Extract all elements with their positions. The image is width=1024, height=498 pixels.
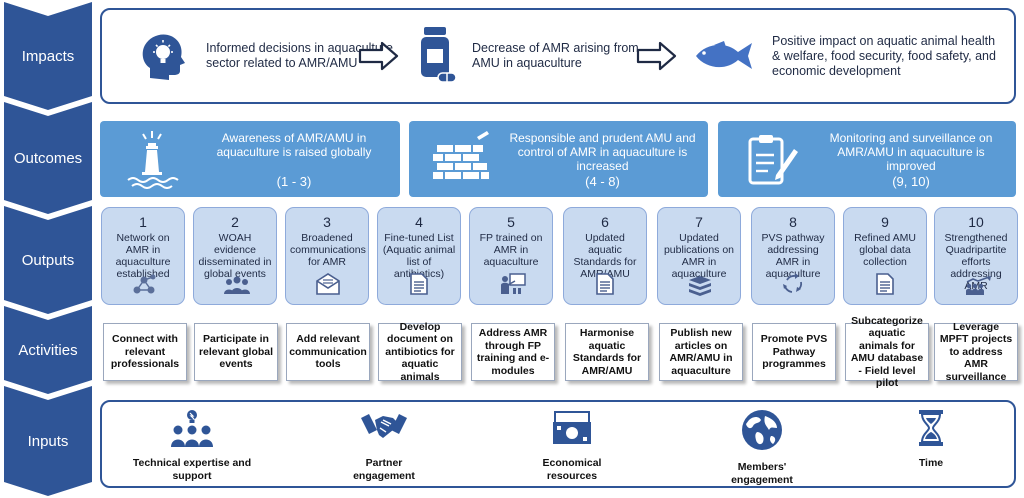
input-item-3: Economical resources (524, 408, 620, 482)
books-stack-icon (689, 276, 711, 296)
input-label-3: Economical resources (542, 457, 602, 482)
row-label-impacts: Impacts (4, 2, 92, 110)
globe-icon (742, 410, 782, 450)
output-8: 8 PVS pathway addressing AMR in aquacult… (751, 207, 835, 305)
cycle-arrows-icon (783, 273, 803, 293)
medicine-bottle-icon (421, 27, 457, 83)
document-icon (876, 273, 894, 295)
row-label-outputs: Outputs (4, 206, 92, 314)
outcome-range-3: (9, 10) (892, 174, 930, 189)
hollow-arrow-icon (358, 41, 399, 71)
input-label-2: Partner engagement (353, 457, 415, 482)
input-item-5: Time (896, 408, 966, 470)
clipboard-pen-icon (748, 135, 798, 185)
impact-item-2: Decrease of AMR arising from AMU in aqua… (418, 10, 648, 102)
output-label-1: Network on AMR in aquaculture establishe… (115, 232, 171, 280)
output-number-9: 9 (881, 214, 889, 230)
team-growth-icon (966, 276, 991, 295)
impacts-panel: Informed decisions in aquaculture sector… (100, 8, 1016, 104)
hollow-arrow-icon (636, 41, 677, 71)
output-label-5: FP trained on AMR in aquaculture (479, 232, 543, 268)
brick-wall-icon (433, 131, 489, 179)
activity-10: Leverage MPFT projects to address AMR su… (934, 321, 1018, 383)
outcome-2: Responsible and prudent AMU and control … (409, 121, 708, 197)
output-9: 9 Refined AMU global data collection (843, 207, 927, 305)
output-number-5: 5 (507, 214, 515, 230)
activity-1: Connect with relevant professionals (103, 323, 187, 381)
outcome-range-1: (1 - 3) (276, 174, 312, 189)
row-label-outcomes: Outcomes (4, 102, 92, 214)
output-label-3: Broadened communications for AMR (290, 232, 366, 268)
output-3: 3 Broadened communications for AMR (285, 207, 369, 305)
fish-icon (696, 41, 752, 69)
document-icon (596, 273, 614, 295)
outcome-1: Awareness of AMR/AMU in aquaculture is r… (100, 121, 400, 197)
output-4: 4 Fine-tuned List (Aquatic animal list o… (377, 207, 461, 305)
handshake-icon (361, 414, 407, 438)
head-lightbulb-icon (142, 34, 185, 80)
activity-2: Participate in relevant global events (194, 323, 278, 381)
document-icon (410, 273, 428, 295)
impact-text-3: Positive impact on aquatic animal health… (772, 33, 996, 78)
expert-team-icon (171, 410, 213, 447)
output-label-9: Refined AMU global data collection (854, 232, 916, 268)
output-number-3: 3 (323, 214, 331, 230)
outcome-3: Monitoring and surveillance on AMR/AMU i… (718, 121, 1016, 197)
input-item-4: Members' engagement (714, 408, 810, 486)
outcome-text-2: Responsible and prudent AMU and control … (509, 131, 696, 173)
activity-4: Develop document on antibiotics for aqua… (378, 321, 462, 383)
activity-8: Promote PVS Pathway programmes (752, 323, 836, 381)
output-number-6: 6 (601, 214, 609, 230)
impact-item-3: Positive impact on aquatic animal health… (692, 10, 1012, 102)
output-label-8: PVS pathway addressing AMR in aquacultur… (761, 232, 825, 280)
activity-6: Harmonise aquatic Standards for AMR/AMU (565, 323, 649, 381)
output-6: 6 Updated aquatic Standards for AMR/AMU (563, 207, 647, 305)
output-5: 5 FP trained on AMR in aquaculture (469, 207, 553, 305)
input-label-1: Technical expertise and support (132, 457, 252, 482)
output-2: 2 WOAH evidence disseminated in global e… (193, 207, 277, 305)
output-label-7: Updated publications on AMR in aquacultu… (663, 232, 735, 280)
row-label-activities: Activities (4, 306, 92, 394)
envelope-icon (316, 273, 340, 295)
lighthouse-icon (127, 131, 179, 189)
money-icon (553, 411, 591, 444)
output-number-1: 1 (139, 214, 147, 230)
input-item-2: Partner engagement (336, 408, 432, 482)
presenter-icon (501, 273, 526, 294)
output-number-4: 4 (415, 214, 423, 230)
inputs-panel: Technical expertise and support Partner … (100, 400, 1016, 488)
output-label-2: WOAH evidence disseminated in global eve… (198, 232, 272, 280)
row-label-inputs: Inputs (4, 386, 92, 496)
activity-7: Publish new articles on AMR/AMU in aquac… (659, 323, 743, 381)
output-7: 7 Updated publications on AMR in aquacul… (657, 207, 741, 305)
activity-9: Subcategorize aquatic animals for AMU da… (845, 315, 929, 389)
output-10: 10 Strengthened Quadripartite efforts ad… (934, 207, 1018, 305)
activity-3: Add relevant communication tools (286, 323, 370, 381)
outcome-text-1: Awareness of AMR/AMU in aquaculture is r… (216, 131, 372, 159)
outcome-range-2: (4 - 8) (585, 174, 620, 189)
hourglass-icon (919, 410, 943, 446)
impact-text-1: Informed decisions in aquaculture sector… (206, 41, 393, 70)
input-label-5: Time (918, 457, 944, 469)
output-number-8: 8 (789, 214, 797, 230)
output-1: 1 Network on AMR in aquaculture establis… (101, 207, 185, 305)
activity-5: Address AMR through FP training and e-mo… (471, 323, 555, 381)
output-number-7: 7 (695, 214, 703, 230)
network-icon (133, 274, 156, 294)
impact-text-2: Decrease of AMR arising from AMU in aqua… (472, 41, 639, 70)
input-label-4: Members' engagement (731, 461, 793, 486)
output-number-10: 10 (968, 214, 984, 230)
outcome-text-3: Monitoring and surveillance on AMR/AMU i… (829, 131, 993, 173)
input-item-1: Technical expertise and support (132, 408, 252, 482)
impact-item-1: Informed decisions in aquaculture sector… (136, 10, 406, 102)
people-group-icon (224, 276, 250, 294)
output-number-2: 2 (231, 214, 239, 230)
